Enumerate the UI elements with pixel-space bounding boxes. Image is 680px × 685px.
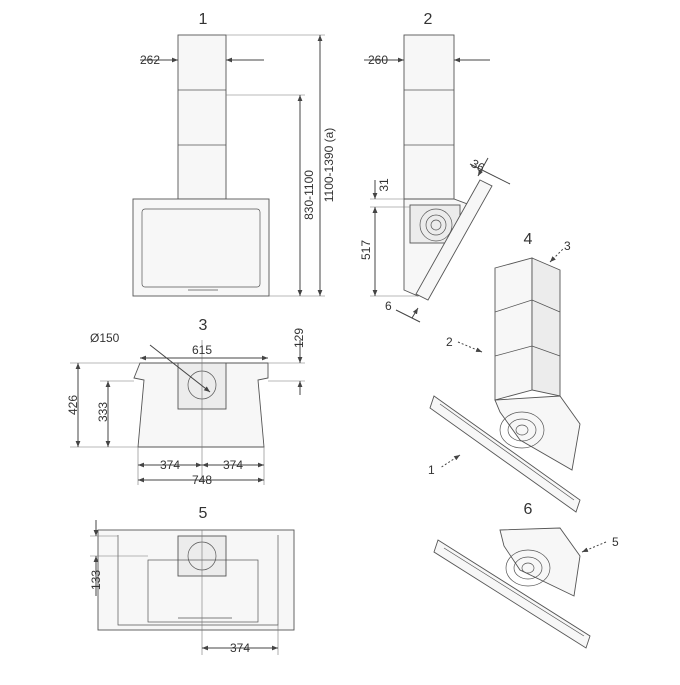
view-3-half-left: 374: [160, 458, 180, 472]
view-2-chimney: [403, 34, 455, 200]
view-5-offset: 374: [230, 641, 250, 655]
view-6-fan-icon: [505, 549, 551, 587]
view-2-glass-dim: 36: [469, 156, 488, 175]
view-4-number: 4: [524, 231, 533, 248]
view-1-width: 262: [140, 53, 160, 67]
view-2-fan-icon: [419, 208, 453, 242]
view-3-outlet-width: 615: [192, 343, 212, 357]
view-5-number: 5: [199, 505, 208, 522]
view-2-number: 2: [424, 11, 433, 28]
view-3-total-width: 748: [192, 473, 212, 487]
view-4-chimney-right: [531, 257, 561, 397]
view-2-glass: [415, 179, 493, 301]
view-4-isometric: 4 1 2 3: [428, 231, 581, 513]
view-2-side: 2 36 6 260 31 517: [359, 11, 511, 323]
view-2-edge-dim: 6: [385, 299, 392, 313]
view-3-number: 3: [199, 317, 208, 334]
view-2-body-height: 517: [359, 240, 373, 260]
view-6-number: 6: [524, 501, 533, 518]
view-4-fan-icon: [499, 411, 545, 449]
view-3-diameter: Ø150: [90, 331, 120, 345]
view-1-hood: [132, 198, 270, 297]
view-1-front: 1 262 830-1100 1100-1390 (a): [132, 11, 336, 297]
view-3-top: 3 Ø150 615 129 426 333 374 374 74: [66, 317, 306, 487]
view-4-glass: [429, 395, 581, 513]
view-6-callout-5: 5: [612, 535, 619, 549]
view-4-callout-1: 1: [428, 463, 435, 477]
view-5-bottom: 5 133 374: [89, 505, 295, 655]
view-1-number: 1: [199, 11, 208, 28]
view-4-callout-2: 2: [446, 335, 453, 349]
view-3-depth: 129: [292, 328, 306, 348]
view-4-chimney-left: [494, 257, 533, 401]
view-1-total-height: 1100-1390 (a): [322, 128, 336, 203]
view-6-glass: [433, 539, 591, 649]
view-5-height: 133: [89, 570, 103, 590]
view-6-isometric: 6 5: [433, 501, 619, 649]
view-3-half-right: 374: [223, 458, 243, 472]
view-1-height: 830-1100: [302, 170, 316, 220]
view-3-inner-height: 333: [96, 402, 110, 422]
view-1-chimney: [177, 34, 227, 200]
view-4-body: [494, 395, 581, 471]
view-3-height: 426: [66, 395, 80, 415]
view-4-callout-3: 3: [564, 239, 571, 253]
view-2-offset: 31: [377, 178, 391, 192]
view-2-width: 260: [368, 53, 388, 67]
